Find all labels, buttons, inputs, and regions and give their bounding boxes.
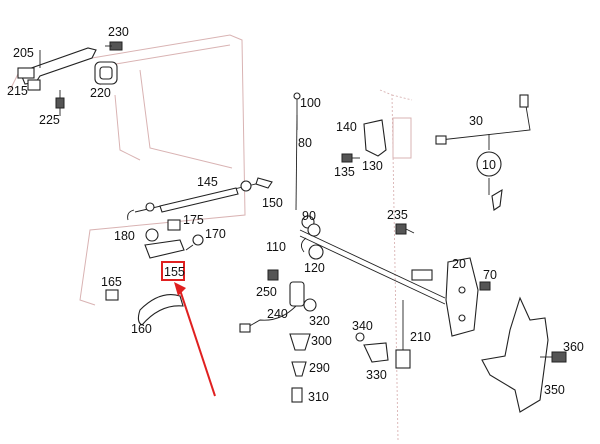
latch-20 <box>411 257 479 337</box>
callout-230: 230 <box>108 25 129 39</box>
callout-155: 155 <box>164 265 185 279</box>
callout-145: 145 <box>197 175 218 189</box>
callout-170: 170 <box>205 227 226 241</box>
callout-330: 330 <box>366 368 387 382</box>
screw-235 <box>395 223 415 235</box>
part-310 <box>291 387 303 403</box>
callout-30: 30 <box>469 114 483 128</box>
screw-360 <box>540 351 567 363</box>
callout-20: 20 <box>452 257 466 271</box>
screw-230 <box>105 41 123 51</box>
callout-165: 165 <box>101 275 122 289</box>
highlight-arrow <box>179 289 216 397</box>
harness-30 <box>435 94 531 195</box>
callout-160: 160 <box>131 322 152 336</box>
callout-350: 350 <box>544 383 565 397</box>
clip-110 <box>301 237 307 253</box>
callout-circle-10 <box>476 151 502 177</box>
callout-150: 150 <box>262 196 283 210</box>
callout-320: 320 <box>309 314 330 328</box>
screw-250 <box>267 269 279 281</box>
rod-80-100 <box>293 92 301 211</box>
screw-70 <box>479 281 491 291</box>
callout-300: 300 <box>311 334 332 348</box>
part-300 <box>289 333 311 351</box>
outside-handle-part <box>17 47 97 85</box>
callout-70: 70 <box>483 268 497 282</box>
part-130 <box>363 119 387 157</box>
bezel-220 <box>94 61 118 85</box>
callout-215: 215 <box>7 84 28 98</box>
callout-110: 110 <box>266 240 286 254</box>
callout-310: 310 <box>308 390 329 404</box>
callout-340: 340 <box>352 319 373 333</box>
part-165 <box>105 289 119 301</box>
callout-80: 80 <box>298 136 312 150</box>
callout-290: 290 <box>309 361 330 375</box>
callout-250: 250 <box>256 285 277 299</box>
callout-135: 135 <box>334 165 355 179</box>
rod-145 <box>127 180 261 221</box>
highlight-box <box>161 261 185 281</box>
bushing-90 <box>301 215 321 237</box>
callout-210: 210 <box>410 330 431 344</box>
callout-205: 205 <box>13 46 34 60</box>
callout-235: 235 <box>387 208 408 222</box>
callout-130: 130 <box>362 159 383 173</box>
bushing-120 <box>308 244 324 260</box>
inside-handle-part <box>137 239 185 326</box>
callout-175: 175 <box>183 213 204 227</box>
callout-240: 240 <box>267 307 288 321</box>
screw-170 <box>185 234 204 251</box>
callout-90: 90 <box>302 209 316 223</box>
callout-10: 10 <box>482 158 496 172</box>
part-320 <box>303 298 317 312</box>
highlight-arrow-head <box>174 282 186 296</box>
screw-135 <box>341 153 360 163</box>
part-40 <box>491 188 503 211</box>
callout-360: 360 <box>563 340 584 354</box>
part-175 <box>167 219 181 231</box>
callout-225: 225 <box>39 113 60 127</box>
callout-180: 180 <box>114 229 135 243</box>
clip-150 <box>255 177 273 189</box>
bracket-330 <box>363 342 389 363</box>
callout-120: 120 <box>304 261 325 275</box>
actuator-240 <box>239 281 305 333</box>
callout-220: 220 <box>90 86 111 100</box>
part-180 <box>145 228 159 242</box>
part-340 <box>355 332 365 342</box>
part-290 <box>291 361 307 377</box>
cable-link <box>299 229 446 305</box>
callout-140: 140 <box>336 120 357 134</box>
clip-215 <box>27 79 41 91</box>
callout-100: 100 <box>300 96 321 110</box>
screw-225 <box>55 90 65 116</box>
switch-210 <box>395 300 411 369</box>
bracket-350 <box>481 296 549 413</box>
